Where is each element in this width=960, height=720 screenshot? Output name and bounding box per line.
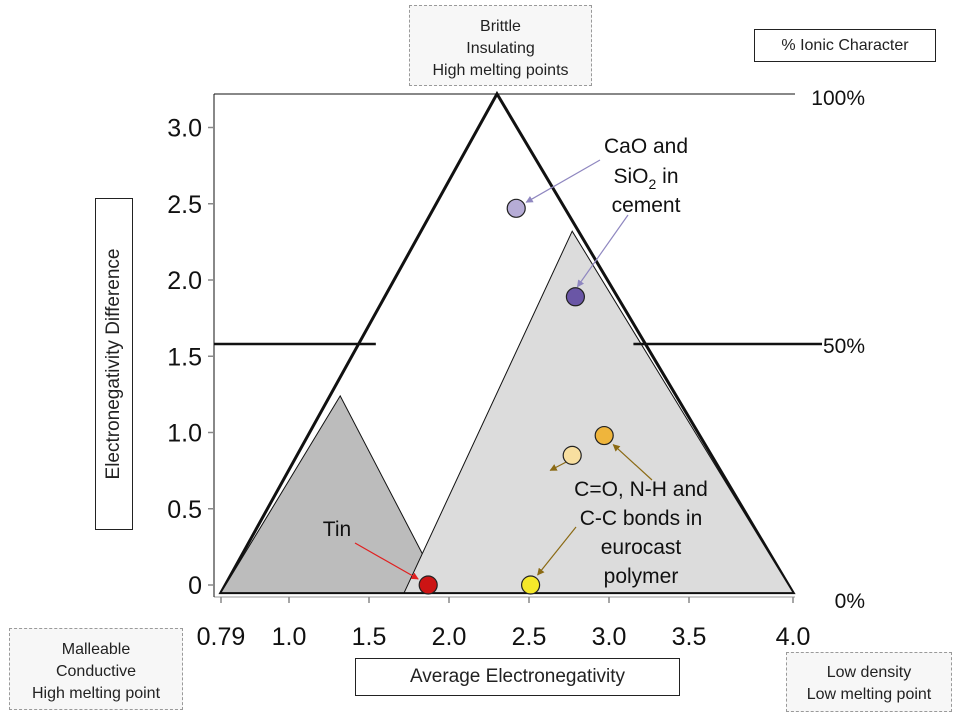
- x-tick-label: 0.79: [197, 623, 246, 651]
- corner-top-line-3: High melting points: [432, 62, 569, 79]
- polymer-label-line-2: C-C bonds in: [580, 507, 703, 530]
- cement-label-line-1: CaO and: [604, 135, 688, 158]
- polymer-arrow-3: [537, 526, 577, 576]
- y-tick-label: 1.5: [167, 343, 202, 371]
- cement-arrow-1: [525, 159, 601, 203]
- cement-label-line-2: SiO2 in: [614, 165, 679, 192]
- x-axis-title-box: Average Electronegativity: [355, 658, 680, 696]
- corner-bottom-right-line-2: Low melting point: [806, 686, 932, 703]
- corner-top-line-1: Brittle: [480, 18, 521, 35]
- arrows-layer: [354, 159, 653, 580]
- x-tick-label: 3.0: [592, 623, 627, 651]
- polymer-arrow-2: [612, 444, 653, 481]
- corner-bottom-left-box: Malleable Conductive High melting point: [9, 628, 183, 710]
- y-axis-title: Electronegativity Difference: [103, 248, 124, 480]
- corner-top-box: Brittle Insulating High melting points: [409, 5, 592, 86]
- cement-label-line-3: cement: [612, 194, 681, 217]
- corner-bottom-right-line-1: Low density: [826, 664, 912, 681]
- corner-bottom-left-line-3: High melting point: [31, 685, 161, 702]
- y-tick-label: 2.5: [167, 191, 202, 219]
- data-point: [418, 575, 438, 595]
- x-tick-label: 2.5: [512, 623, 547, 651]
- x-tick-label: 4.0: [776, 623, 811, 651]
- points-layer: [418, 198, 614, 595]
- data-point: [520, 575, 541, 595]
- y-tick-label: 3.0: [167, 115, 202, 143]
- y-axis-title-box: Electronegativity Difference: [95, 198, 133, 530]
- tin-label: Tin: [323, 518, 351, 541]
- polymer-label-line-4: polymer: [604, 565, 679, 588]
- y-tick-label: 2.0: [167, 267, 202, 295]
- data-point: [594, 425, 614, 446]
- region-covalent-region: [403, 230, 794, 594]
- ionic-character-label: % Ionic Character: [781, 37, 909, 54]
- polymer-label-line-3: eurocast: [601, 536, 682, 559]
- y-tick-label: 1.0: [167, 420, 202, 448]
- corner-bottom-right-box: Low density Low melting point: [786, 652, 952, 712]
- data-point: [506, 198, 526, 218]
- ionic-character-box: % Ionic Character: [754, 29, 936, 62]
- corner-bottom-left-line-2: Conductive: [55, 663, 137, 680]
- x-axis-title: Average Electronegativity: [409, 666, 626, 687]
- cement-arrow-2: [576, 214, 629, 288]
- y-tick-label: 0: [188, 572, 202, 600]
- y-tick-label: 0.5: [167, 496, 202, 524]
- ionic-percent-label: 100%: [811, 87, 865, 110]
- axes-layer: [208, 93, 822, 603]
- tin-arrow: [354, 542, 419, 580]
- x-tick-label: 2.0: [432, 623, 467, 651]
- ionic-percent-label: 50%: [823, 335, 865, 358]
- data-point: [565, 287, 586, 307]
- text-layer: 0.79 1.0 1.5 2.0 2.5 3.0 3.5 4.0 0 0.5 1.0 1.5 2.0 2.…: [167, 87, 865, 651]
- x-tick-label: 1.0: [272, 623, 307, 651]
- x-tick-label: 3.5: [672, 623, 707, 651]
- data-point: [562, 445, 582, 465]
- regions-layer: [214, 90, 796, 597]
- region-metallic-region: [220, 394, 444, 594]
- x-tick-label: 1.5: [352, 623, 387, 651]
- corner-top-line-2: Insulating: [466, 40, 535, 57]
- polymer-label-line-1: C=O, N-H and: [574, 478, 708, 501]
- ionic-percent-label: 0%: [835, 590, 865, 613]
- corner-bottom-left-line-1: Malleable: [61, 641, 131, 658]
